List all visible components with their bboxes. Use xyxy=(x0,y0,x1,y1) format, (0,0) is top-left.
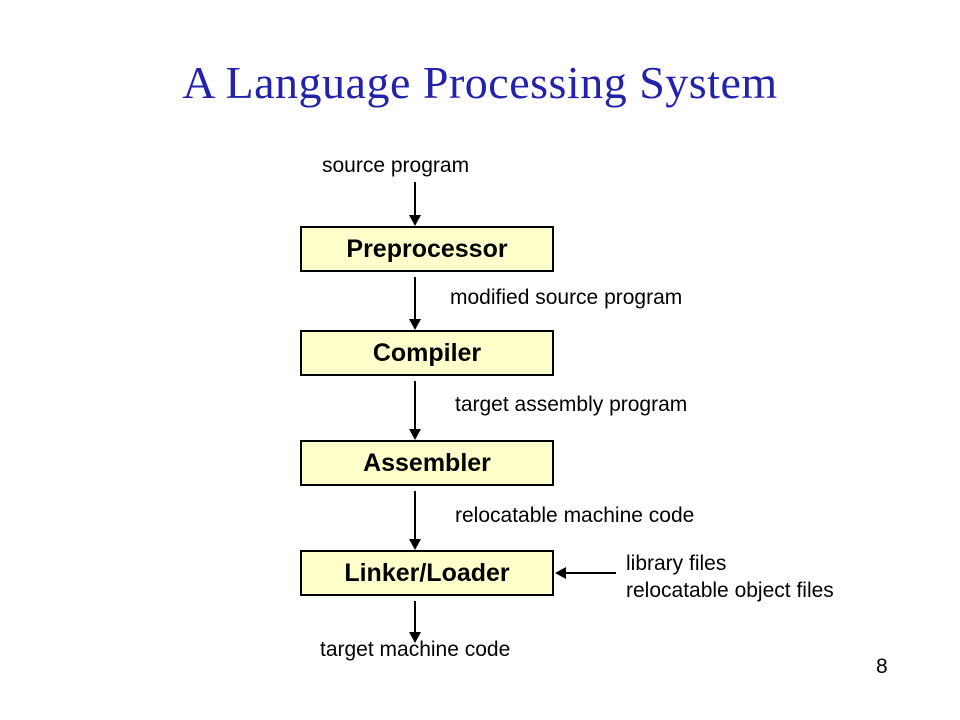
arrow-down-icon-linker-loader-to-output xyxy=(409,601,421,643)
process-box-label: Preprocessor xyxy=(346,234,508,263)
flow-label-relocatable-object-files: relocatable object files xyxy=(626,579,834,602)
flow-label-modified-source-program: modified source program xyxy=(450,286,683,309)
flow-label-source-program: source program xyxy=(322,154,470,177)
process-box-label: Assembler xyxy=(363,448,491,477)
arrow-left-icon-library-inputs-to-linker-loader xyxy=(555,567,616,579)
flow-label-library-inputs: library files relocatable object files xyxy=(626,550,834,604)
process-box-label: Linker/Loader xyxy=(344,558,510,587)
page-number: 8 xyxy=(876,655,888,678)
process-box-compiler[interactable]: Compiler xyxy=(300,330,554,376)
flow-label-target-assembly-program: target assembly program xyxy=(455,393,688,416)
process-box-label: Compiler xyxy=(372,338,482,367)
process-box-assembler[interactable]: Assembler xyxy=(300,440,554,486)
arrow-down-icon-compiler-to-assembler xyxy=(409,381,421,440)
flow-label-library-files: library files xyxy=(626,552,727,575)
arrow-down-icon-preprocessor-to-compiler xyxy=(409,277,421,330)
process-box-preprocessor[interactable]: Preprocessor xyxy=(300,226,554,272)
process-box-linker-loader[interactable]: Linker/Loader xyxy=(300,550,554,596)
flow-label-relocatable-machine-code: relocatable machine code xyxy=(455,504,695,527)
arrow-down-icon-assembler-to-linker-loader xyxy=(409,491,421,550)
flow-label-target-machine-code: target machine code xyxy=(320,638,511,661)
page-title: A Language Processing System xyxy=(182,57,778,108)
arrow-down-icon-source-to-preprocessor xyxy=(409,182,421,226)
